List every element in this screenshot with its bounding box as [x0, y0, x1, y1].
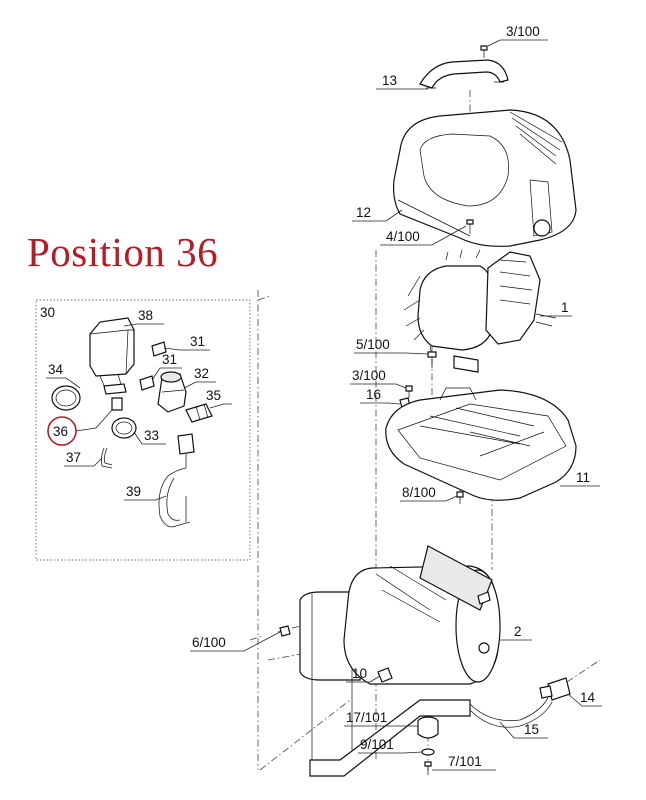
callout-32: 32 — [183, 366, 216, 389]
callout-37-label: 37 — [66, 450, 81, 465]
callout-14-label: 14 — [580, 690, 596, 705]
callout-34: 34 — [46, 362, 81, 389]
callout-6-100-label: 6/100 — [192, 635, 226, 650]
part-11-base — [385, 387, 577, 501]
part-31-fitting-a — [151, 341, 167, 357]
callout-3-100-top: 3/100 — [487, 24, 548, 47]
callout-8-100-label: 8/100 — [402, 485, 436, 500]
callout-31b: 31 — [151, 352, 182, 381]
callout-3-100-mid-label: 3/100 — [352, 368, 386, 383]
callout-4-100: 4/100 — [380, 225, 467, 246]
part-13-handle — [419, 59, 509, 89]
callout-12-label: 12 — [356, 205, 371, 220]
callout-3-100-top-label: 3/100 — [506, 24, 540, 39]
callout-36: 36 — [53, 409, 113, 439]
part-3-100-mid-screw — [405, 385, 413, 398]
callout-13: 13 — [376, 73, 428, 90]
part-3-100-top-screw — [480, 45, 488, 58]
part-15-hose — [469, 697, 553, 728]
callout-32-label: 32 — [194, 366, 209, 381]
part-32-regulator — [157, 371, 187, 413]
position-title: Position 36 — [27, 229, 219, 275]
part-35-coupler — [185, 403, 213, 423]
callout-5-100: 5/100 — [354, 337, 429, 355]
part-31-fitting-b — [139, 375, 155, 391]
callout-12: 12 — [352, 205, 403, 222]
part-5-100-screw — [427, 351, 437, 368]
callout-14: 14 — [567, 690, 602, 707]
callout-16: 16 — [360, 387, 401, 405]
callout-30: 30 — [40, 305, 55, 320]
kit-30-inset-box — [35, 299, 251, 561]
callout-17-101-label: 17/101 — [346, 710, 387, 725]
callout-31a: 31 — [163, 334, 210, 351]
callout-35: 35 — [206, 388, 232, 409]
callout-4-100-label: 4/100 — [386, 229, 420, 244]
part-33-gauge — [111, 417, 137, 439]
callout-6-100: 6/100 — [190, 631, 281, 652]
callout-2: 2 — [500, 624, 532, 641]
callout-33-label: 33 — [144, 428, 159, 443]
callout-31b-label: 31 — [162, 352, 177, 367]
part-39-power-cord — [158, 433, 195, 528]
part-10-fitting — [377, 667, 393, 683]
part-38-pressure-switch — [89, 317, 135, 395]
part-37-tube — [100, 447, 113, 469]
callout-10: 10 — [346, 666, 381, 683]
callout-1: 1 — [540, 300, 572, 317]
part-14-valve — [539, 677, 571, 701]
callout-2-label: 2 — [514, 624, 522, 639]
callout-33: 33 — [133, 428, 166, 445]
callout-15-label: 15 — [524, 722, 539, 737]
callout-7-101: 7/101 — [432, 754, 496, 771]
part-12-shroud — [393, 109, 577, 247]
part-9-101-washer — [421, 748, 435, 756]
part-36-fitting — [111, 397, 123, 411]
callout-15: 15 — [499, 721, 548, 739]
part-17-101-foot — [417, 716, 439, 739]
callout-9-101: 9/101 — [358, 737, 423, 754]
callout-13-label: 13 — [382, 73, 397, 88]
part-1-motor-pump — [403, 249, 557, 373]
callout-11: 11 — [560, 470, 600, 487]
callout-10-label: 10 — [352, 666, 367, 681]
callout-39-label: 39 — [126, 484, 141, 499]
callout-31a-label: 31 — [190, 334, 205, 349]
callout-9-101-label: 9/101 — [360, 737, 394, 752]
callout-38-label: 38 — [138, 308, 153, 323]
callout-39: 39 — [124, 484, 167, 501]
callout-7-101-label: 7/101 — [448, 754, 482, 769]
callout-38: 38 — [123, 308, 164, 327]
callout-30-label: 30 — [40, 305, 55, 320]
part-7-101-screw — [424, 761, 432, 774]
part-8-100-screw — [456, 491, 464, 504]
callout-17-101: 17/101 — [344, 710, 418, 727]
callout-37: 37 — [64, 450, 103, 467]
callout-35-label: 35 — [206, 388, 221, 403]
callout-5-100-label: 5/100 — [356, 337, 390, 352]
callout-34-label: 34 — [48, 362, 64, 377]
part-4-100-screw — [466, 219, 474, 234]
part-2-air-tank — [299, 545, 501, 777]
callout-16-label: 16 — [366, 387, 381, 402]
callout-11-label: 11 — [576, 470, 590, 485]
callout-3-100-mid: 3/100 — [350, 368, 407, 389]
part-6-100-screw — [279, 625, 291, 637]
callout-8-100: 8/100 — [400, 485, 458, 502]
callout-1-label: 1 — [561, 300, 569, 315]
callout-36-label: 36 — [53, 424, 68, 439]
part-34-gauge — [51, 385, 81, 411]
